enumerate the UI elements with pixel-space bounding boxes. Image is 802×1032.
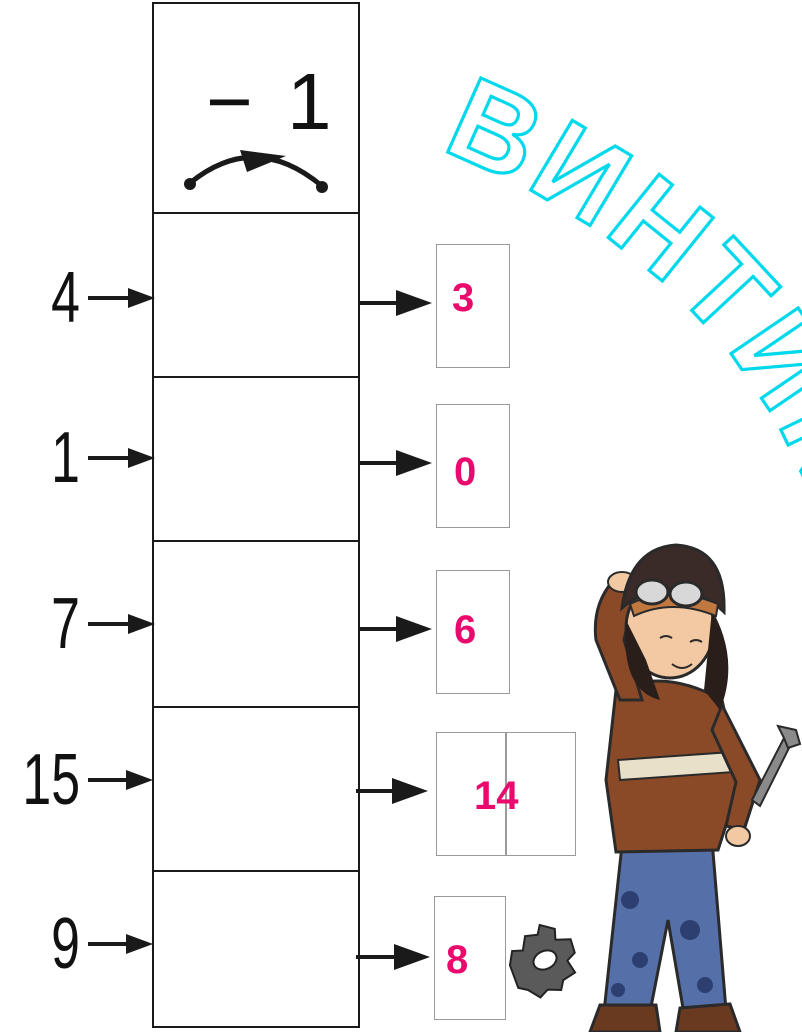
input-number: 15 — [22, 744, 80, 816]
output-arrow-icon — [356, 778, 428, 804]
input-number: 4 — [22, 262, 80, 334]
answer-value: 8 — [446, 940, 468, 980]
input-number: 7 — [22, 588, 80, 660]
input-arrow-icon — [88, 448, 155, 468]
answer-value: 6 — [454, 610, 476, 650]
boy-character-illustration — [590, 545, 800, 1032]
output-arrow-icon — [360, 290, 432, 316]
gear-icon — [498, 916, 588, 1006]
answer-value: 0 — [454, 452, 476, 492]
answer-box[interactable] — [434, 896, 506, 1020]
output-arrow-icon — [360, 450, 432, 476]
output-arrow-icon — [360, 616, 432, 642]
input-arrow-icon — [88, 934, 153, 954]
wrench-icon — [752, 726, 800, 806]
answer-value: 3 — [452, 278, 474, 318]
input-number: 9 — [22, 908, 80, 980]
input-arrow-icon — [88, 288, 155, 308]
input-number: 1 — [22, 422, 80, 494]
answer-value: 14 — [474, 776, 519, 816]
output-arrow-icon — [356, 944, 430, 970]
input-arrow-icon — [88, 770, 153, 790]
operation-arc-icon — [184, 150, 328, 193]
input-arrow-icon — [88, 614, 155, 634]
